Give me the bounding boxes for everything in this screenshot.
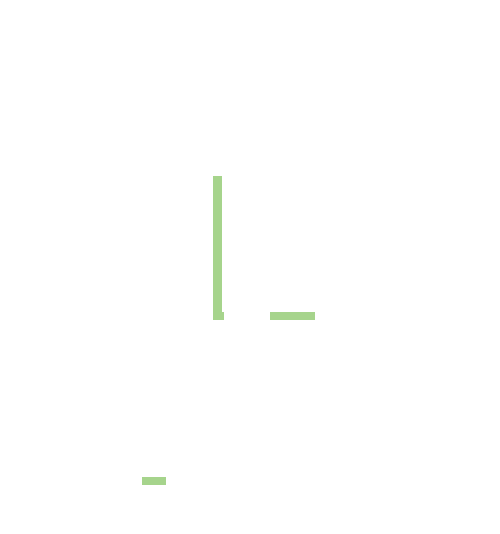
vertical-wall bbox=[213, 176, 222, 320]
wall-foot bbox=[213, 312, 224, 320]
small-marker bbox=[142, 477, 166, 485]
horizontal-paddle[interactable] bbox=[270, 312, 315, 320]
